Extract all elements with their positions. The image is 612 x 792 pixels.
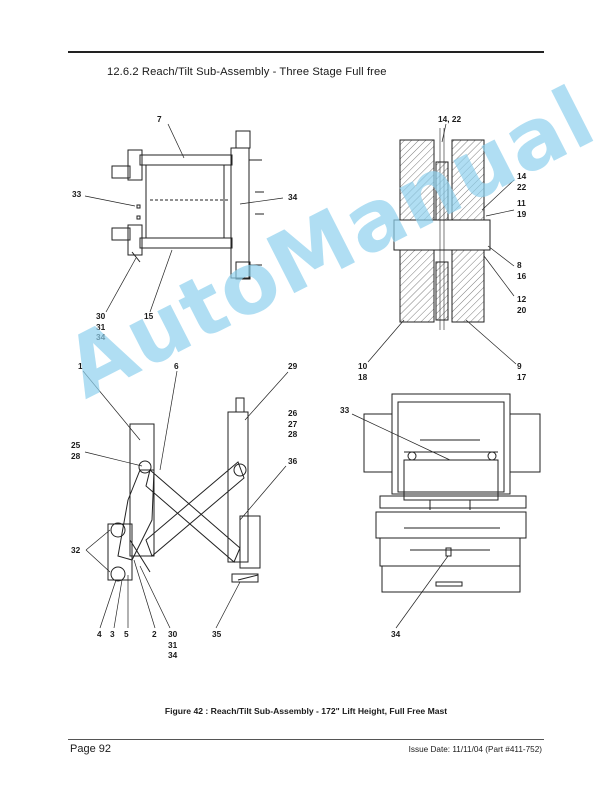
callout-12-20: 12 20 — [517, 294, 527, 315]
callout-7: 7 — [157, 114, 162, 124]
callout-8-16: 8 16 — [517, 260, 527, 281]
header-rule — [68, 51, 544, 53]
callout-3: 3 — [110, 629, 115, 639]
callout-2: 2 — [152, 629, 157, 639]
callout-36: 36 — [288, 456, 298, 466]
callout-29: 29 — [288, 361, 298, 371]
callout-30-31-34: 30 31 34 — [96, 311, 106, 342]
callout-4: 4 — [97, 629, 102, 639]
callout-34-front: 34 — [391, 629, 401, 639]
callout-30-31-34-bottom: 30 31 34 — [168, 629, 178, 660]
callout-26-27-28: 26 27 28 — [288, 408, 298, 439]
callout-32: 32 — [71, 545, 81, 555]
side-view — [82, 370, 289, 629]
page-number: Page 92 — [70, 743, 111, 755]
issue-date: Issue Date: 11/11/04 (Part #411-752) — [408, 745, 542, 754]
callout-34: 34 — [288, 192, 298, 202]
callout-1: 1 — [78, 361, 83, 371]
callout-5: 5 — [124, 629, 129, 639]
callout-33: 33 — [72, 189, 82, 199]
callout-14-22-right: 14 22 — [517, 171, 527, 192]
callout-33-front: 33 — [340, 405, 350, 415]
callout-11-19: 11 19 — [517, 198, 527, 219]
callout-14-22: 14, 22 — [438, 114, 462, 124]
plan-view — [84, 123, 284, 313]
footer-rule — [68, 739, 544, 740]
callout-6: 6 — [174, 361, 179, 371]
callout-9-17: 9 17 — [517, 361, 527, 382]
front-view — [351, 393, 541, 629]
callout-35: 35 — [212, 629, 222, 639]
callout-25-28: 25 28 — [71, 440, 81, 461]
callout-15: 15 — [144, 311, 154, 321]
section-view — [367, 123, 517, 365]
figure-caption: Figure 42 : Reach/Tilt Sub-Assembly - 17… — [164, 706, 448, 716]
callout-10-18: 10 18 — [358, 361, 368, 382]
section-title: 12.6.2 Reach/Tilt Sub-Assembly - Three S… — [107, 66, 387, 78]
